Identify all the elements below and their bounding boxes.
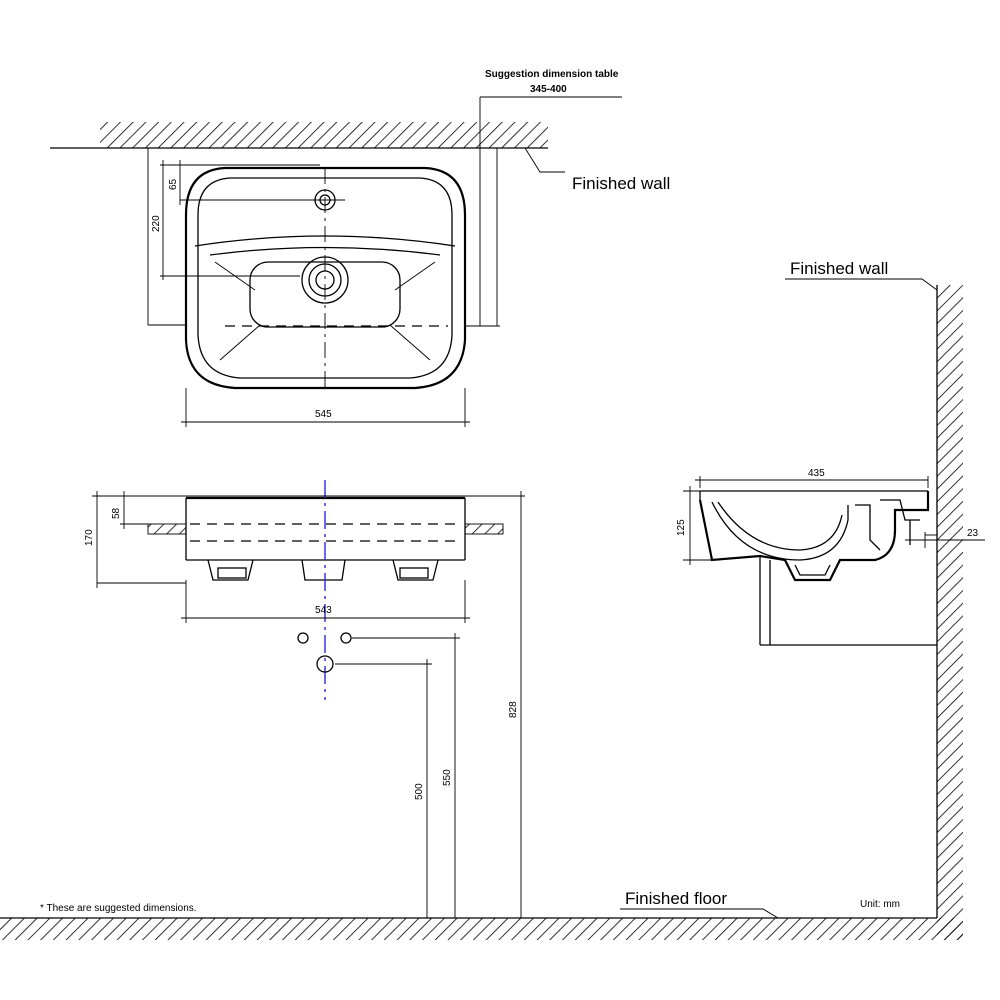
side-wall-hatch [936,285,963,940]
note-text: * These are suggested dimensions. [40,903,197,914]
dim-front-rim: 58 [111,507,122,519]
dim-mount-height: 828 [508,701,519,718]
dim-top-width: 545 [315,409,332,420]
basin-top-view [147,148,467,390]
suggestion-dimension-title: Suggestion dimension table [485,69,619,80]
floor-hatch [0,917,963,940]
dim-side-height: 125 [676,519,687,536]
side-view-dimensions: 435 125 23 [676,468,985,565]
dim-top-offset: 65 [168,178,179,190]
dim-side-width: 435 [808,468,825,479]
suggestion-dimension-callout: Suggestion dimension table 345-400 [466,69,622,327]
top-view-dimensions: 65 220 545 [151,160,470,427]
supply-drain-points: 828 550 500 [297,491,522,918]
finished-floor-callout: Finished floor [620,889,779,919]
dim-side-wall-gap: 23 [967,528,979,539]
top-wall-hatch [50,122,548,149]
dim-drain-height: 500 [414,783,425,800]
dim-top-depth: 220 [151,215,162,232]
dim-supply-height: 550 [442,769,453,786]
basin-side-view [698,490,937,646]
drain-point [316,655,334,673]
hot-supply-point [340,632,352,644]
finished-wall-callout-top: Finished wall [524,147,670,193]
dim-front-height: 170 [84,529,95,546]
finished-floor-label: Finished floor [625,889,727,908]
finished-wall-label-top: Finished wall [572,174,670,193]
basin-front-view [147,480,504,700]
suggestion-dimension-range: 345-400 [530,84,567,95]
dim-front-width: 543 [315,605,332,616]
front-view-dimensions: 58 170 543 [84,491,525,623]
unit-label: Unit: mm [860,899,900,910]
cold-supply-point [297,632,309,644]
finished-wall-callout-side: Finished wall [785,259,938,291]
finished-wall-label-side: Finished wall [790,259,888,278]
